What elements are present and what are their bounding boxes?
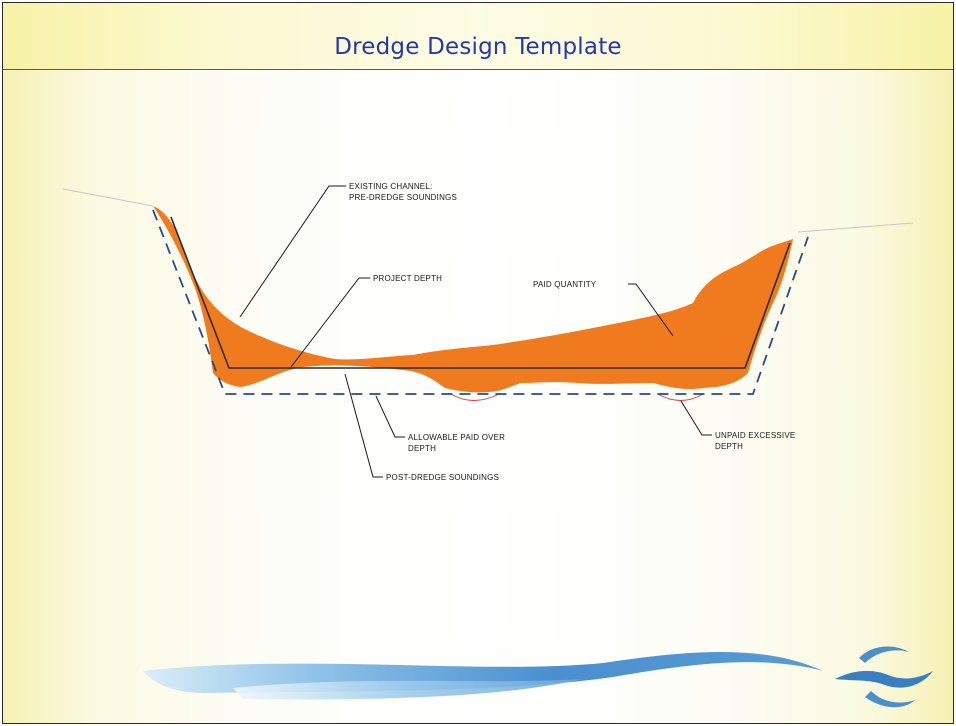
label-project-depth: PROJECT DEPTH [373, 274, 442, 283]
label-paid-quantity: PAID QUANTITY [533, 280, 597, 289]
label-unpaid-excessive-2: DEPTH [715, 442, 743, 451]
project-depth-template [170, 216, 791, 369]
slide-title: Dredge Design Template [334, 34, 622, 60]
label-post-dredge: POST-DREDGE SOUNDINGS [386, 473, 499, 482]
blue-wave-swoosh [143, 652, 823, 700]
dredged-material-area [153, 206, 793, 393]
title-bar: Dredge Design Template [3, 3, 953, 70]
label-existing-channel: EXISTING CHANNEL: [349, 182, 432, 191]
leader-allowable [375, 395, 405, 438]
allowable-overdepth-template [152, 209, 809, 395]
original-ground-line [62, 188, 914, 233]
label-allowable-overdepth: ALLOWABLE PAID OVER [408, 433, 505, 442]
leader-existing-channel [239, 185, 346, 318]
dredge-diagram: EXISTING CHANNEL: PRE-DREDGE SOUNDINGS P… [62, 182, 933, 708]
port-wave-logo-icon [835, 646, 933, 708]
label-allowable-overdepth-2: DEPTH [408, 444, 436, 453]
label-existing-channel-2: PRE-DREDGE SOUNDINGS [349, 193, 457, 202]
leader-project-depth [290, 277, 370, 368]
label-unpaid-excessive: UNPAID EXCESSIVE [715, 431, 795, 440]
leader-unpaid [680, 400, 712, 436]
unpaid-overdepth-arc [450, 393, 500, 401]
leader-paid-quantity [628, 283, 674, 337]
unpaid-overdepth-arc [657, 393, 704, 401]
leader-post-dredge [344, 373, 383, 478]
